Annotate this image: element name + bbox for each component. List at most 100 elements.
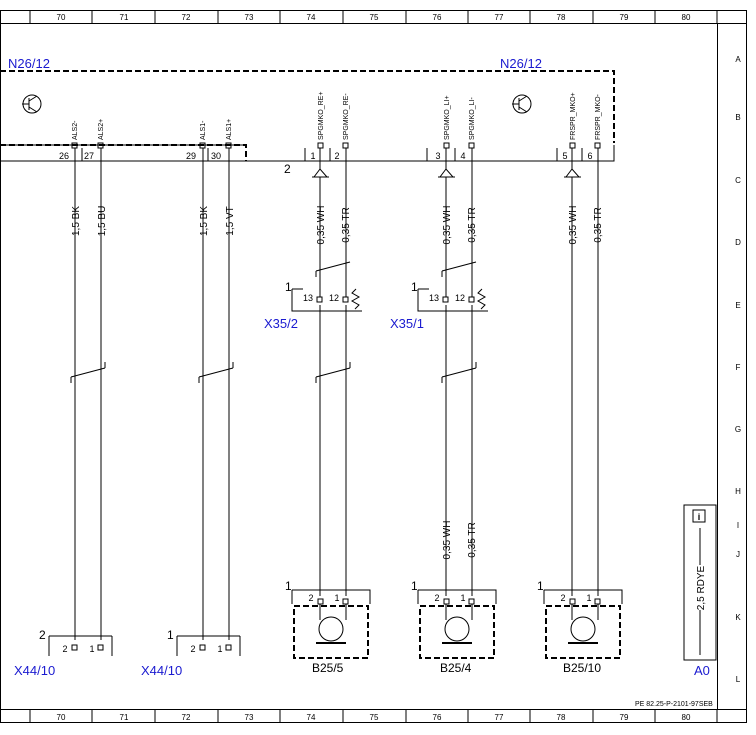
component-label: B25/4: [440, 661, 472, 675]
pin-number: 1: [460, 593, 465, 603]
ground-group-label: 2: [284, 162, 291, 176]
col-num: 76: [433, 713, 442, 722]
pin-number: 1: [586, 593, 591, 603]
pin-numbers: 26 27 29 30 1 2 3 4 5 6: [59, 151, 593, 161]
row-letter: J: [736, 550, 740, 559]
pin-name: ALS1-: [200, 120, 207, 140]
connector-x35-2: 13 12 1 X35/2: [264, 280, 362, 331]
pin-name: SPGMKO_LI+: [444, 95, 451, 140]
col-num: 75: [370, 713, 379, 722]
col-num: 76: [433, 13, 442, 22]
microphone-icon: [568, 604, 599, 644]
column-numbers-top: 70 71 72 73 74 75 76 77 78 79 80: [57, 13, 691, 22]
col-num: 70: [57, 13, 66, 22]
row-letter: C: [735, 176, 741, 185]
connector-x35-1: 13 12 1 X35/1: [390, 280, 488, 331]
control-unit-outline-lower: [0, 144, 247, 161]
pin-number: 29: [186, 151, 196, 161]
row-letters: A B C D E F G H I J K L: [735, 55, 741, 684]
col-num: 77: [495, 13, 504, 22]
wire-label: 0,35 TR: [467, 522, 478, 557]
row-letter: K: [735, 613, 741, 622]
row-letter: I: [737, 521, 739, 530]
col-num: 73: [245, 13, 254, 22]
pin-name: ALS2-: [72, 120, 79, 140]
pin-number: 26: [59, 151, 69, 161]
col-num: 79: [620, 13, 629, 22]
col-num: 77: [495, 713, 504, 722]
module-label-n26-right: N26/12: [500, 56, 542, 71]
pin-number: 2: [190, 644, 195, 654]
component-marker: 1: [411, 579, 418, 593]
col-num: 80: [682, 13, 691, 22]
pin-name: FRSPR_MKO+: [570, 92, 577, 140]
wire-label: 1,5 VT: [225, 206, 236, 235]
pin-number: 12: [455, 293, 465, 303]
pin-name: SPGMKO_LI-: [469, 97, 476, 140]
control-unit-outline: [0, 70, 615, 143]
row-letter: G: [735, 425, 741, 434]
pin-name: ALS1+: [226, 119, 233, 140]
pin-name: FRSPR_MKO-: [595, 93, 602, 140]
wire-label: 1,5 BK: [71, 206, 82, 236]
microphone-b25-10: 2 1 1 B25/10: [537, 579, 623, 675]
row-letter: D: [735, 238, 741, 247]
col-num: 74: [307, 713, 316, 722]
col-num: 78: [557, 13, 566, 22]
microphone-b25-4: 2 1 1 B25/4: [411, 579, 497, 675]
microphone-icon: [316, 604, 347, 644]
col-num: 74: [307, 13, 316, 22]
pin-number: 6: [587, 151, 592, 161]
pin-number: 1: [89, 644, 94, 654]
pin-number: 2: [308, 593, 313, 603]
row-letter: B: [735, 113, 740, 122]
wire-label: 0,35 WH: [442, 206, 453, 245]
connector-x44-10-b: 2 1 1 X44/10: [141, 628, 241, 678]
col-num: 78: [557, 713, 566, 722]
row-letter: H: [735, 487, 741, 496]
pin-number: 2: [62, 644, 67, 654]
wire-als1: [198, 148, 234, 640]
wire-label: 0,35 WH: [568, 206, 579, 245]
control-unit-connector-strip: [246, 145, 615, 162]
pin-number: 12: [329, 293, 339, 303]
component-label: B25/10: [563, 661, 601, 675]
pin-name: SPGMKO_RE-: [343, 93, 350, 140]
wire-label: 0,35 WH: [316, 206, 327, 245]
transistor-icon: [22, 94, 42, 114]
connector-label: X35/1: [390, 316, 424, 331]
wire-label: 1,5 BU: [97, 206, 108, 237]
wire-spgmko-li: [441, 148, 477, 596]
shield-icon: [312, 168, 581, 178]
component-marker: 1: [285, 579, 292, 593]
row-letter: L: [736, 675, 741, 684]
col-num: 71: [120, 13, 129, 22]
column-ticks: [29, 10, 718, 723]
col-num: 80: [682, 713, 691, 722]
row-letter: F: [736, 363, 741, 372]
info-icon-glyph: i: [698, 512, 701, 522]
microphone-icon: [442, 604, 473, 644]
pin-number: 1: [310, 151, 315, 161]
col-num: 72: [182, 13, 191, 22]
wire-label: 2,5 RDYE: [696, 565, 707, 610]
pin-name: ALS2+: [98, 119, 105, 140]
pin-number: 13: [303, 293, 313, 303]
component-label: B25/5: [312, 661, 344, 675]
pin-number: 2: [434, 593, 439, 603]
pin-number: 5: [562, 151, 567, 161]
pin-name: SPGMKO_RE+: [318, 92, 325, 140]
pin-number: 4: [460, 151, 465, 161]
connector-marker: 1: [285, 280, 292, 294]
module-label-n26-left: N26/12: [8, 56, 50, 71]
col-num: 72: [182, 713, 191, 722]
connector-label: X44/10: [141, 663, 182, 678]
wire-label: 0,35 WH: [442, 521, 453, 560]
col-num: 75: [370, 13, 379, 22]
connector-label: X35/2: [264, 316, 298, 331]
info-box-label: A0: [694, 663, 710, 678]
connector-label: X44/10: [14, 663, 55, 678]
info-icon: [692, 509, 706, 523]
pin-number: 13: [429, 293, 439, 303]
